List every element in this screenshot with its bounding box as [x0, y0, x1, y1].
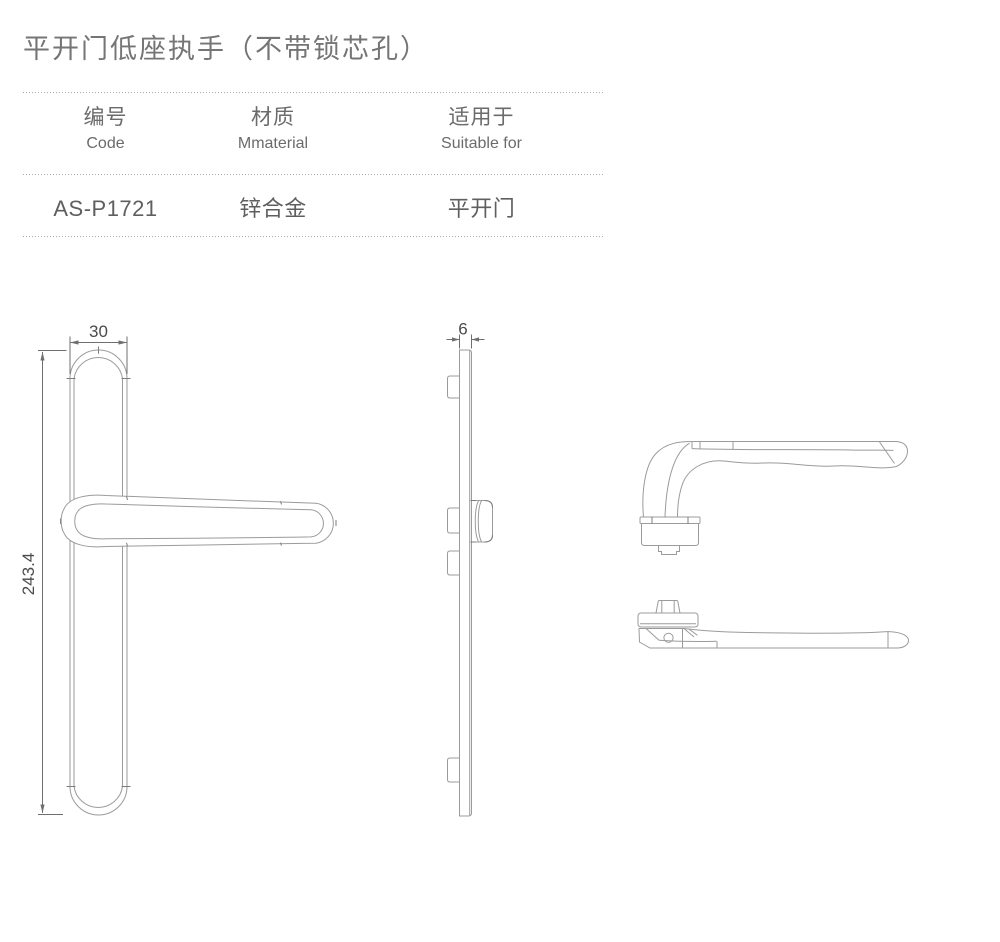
cell-material: 锌合金 [239, 196, 307, 221]
spindle-top-inner [661, 600, 675, 613]
spindle-top [655, 600, 681, 614]
header-code: 编号 Code [23, 105, 188, 154]
dim-thickness-label: 6 [458, 320, 467, 339]
header-suitable: 适用于 Suitable for [358, 105, 605, 154]
page-title: 平开门低座执手（不带锁芯孔） [23, 34, 429, 64]
divider-header [23, 174, 605, 176]
header-material: 材质 Mmaterial [188, 105, 358, 154]
plate-inner-top-arc [73, 357, 123, 379]
screw-hole [663, 632, 674, 643]
header-code-en: Code [86, 135, 125, 152]
lever-top-outline [638, 628, 910, 649]
plate-outline [69, 349, 128, 816]
lever-side-view [639, 441, 909, 555]
lever-top-view [637, 600, 910, 649]
mount-tabs [447, 375, 460, 783]
collar-ticks [651, 517, 689, 524]
plate-edge-outline [459, 349, 472, 817]
grip-end-bevel [879, 441, 895, 464]
lever-side-outline [642, 441, 909, 518]
grip-top-inner-line [691, 448, 894, 451]
block-inner-line [658, 639, 717, 642]
neck-inner-line [664, 442, 690, 518]
dimension-height: 243.4 [19, 350, 67, 815]
header-code-zh: 编号 [83, 106, 128, 129]
hub-collar [639, 516, 701, 524]
header-material-zh: 材质 [251, 106, 295, 129]
dimension-width: 30 [69, 322, 128, 374]
cell-code: AS-P1721 [53, 196, 158, 221]
dim-width-label: 30 [89, 322, 108, 341]
front-view [60, 346, 337, 816]
spec-table-header: 编号 Code 材质 Mmaterial 适用于 Suitable for [23, 105, 605, 154]
plate-tick-marks [66, 346, 131, 787]
grip-ticks [691, 441, 734, 449]
lever-top-ticks [682, 628, 889, 648]
divider-row [23, 236, 605, 238]
collar-top [637, 612, 699, 628]
hub-body [641, 523, 699, 546]
lever-tick-marks [60, 496, 337, 547]
dim-height-label: 243.4 [19, 553, 38, 596]
spec-table-row: AS-P1721 锌合金 平开门 [23, 195, 605, 223]
spindle [658, 545, 680, 555]
lever-front-inner [74, 503, 324, 540]
neck-wedge-lines [645, 628, 698, 641]
side-view [447, 349, 493, 817]
divider-title [23, 92, 605, 94]
header-suitable-en: Suitable for [441, 135, 522, 152]
cell-suitable: 平开门 [447, 196, 516, 221]
lever-front-outline [60, 494, 334, 548]
lever-hub [470, 500, 493, 543]
dimension-thickness: 6 [446, 320, 485, 349]
header-material-en: Mmaterial [237, 135, 309, 152]
plate-inner-bottom-arc [73, 786, 123, 808]
header-suitable-zh: 适用于 [448, 106, 515, 129]
